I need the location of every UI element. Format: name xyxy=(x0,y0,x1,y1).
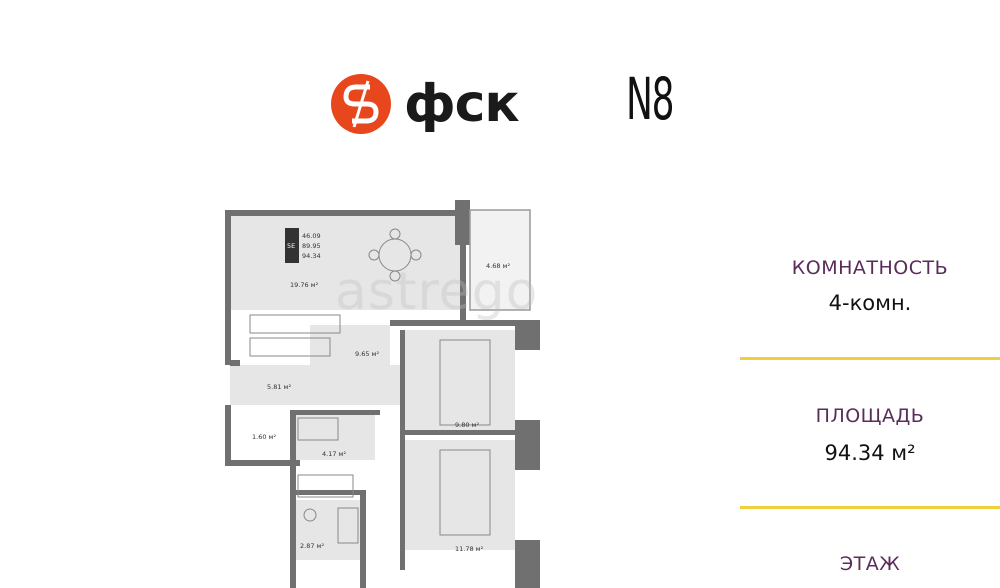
room-area-balcony: 4.68 м² xyxy=(486,262,510,270)
corridor-floor xyxy=(230,365,400,405)
floor-plan: 5E 46.09 89.95 94.34 19.76 м² 4.68 м² 9.… xyxy=(225,200,540,588)
walls xyxy=(225,200,540,588)
watermark: astrego xyxy=(335,262,539,322)
bedroom-2-floor xyxy=(405,440,515,550)
rooms-value: 4-комн. xyxy=(828,291,912,315)
wc-floor xyxy=(295,500,360,560)
divider-1 xyxy=(740,357,1000,360)
rooms-label: КОМНАТНОСТЬ xyxy=(791,257,949,279)
area-label: ПЛОЩАДЬ xyxy=(815,405,925,427)
furniture xyxy=(249,228,491,544)
balcony-floor xyxy=(470,210,530,310)
total-full: 94.34 xyxy=(302,252,321,260)
room-area-bathroom: 4.17 м² xyxy=(322,450,346,458)
total-area: 89.95 xyxy=(302,242,321,250)
room-area-living: 19.76 м² xyxy=(290,281,319,289)
bathroom-floor xyxy=(295,415,375,460)
area-value: 94.34 м² xyxy=(824,441,916,465)
room-area-bedroom-1: 9.80 м² xyxy=(455,421,479,429)
floor-label: ЭТАЖ xyxy=(839,553,901,575)
room-area-wc: 2.87 м² xyxy=(300,542,324,550)
room-area-bedroom-2: 11.78 м² xyxy=(455,545,484,553)
room-area-storage: 1.60 м² xyxy=(252,433,276,441)
floor-info: ЭТАЖ xyxy=(740,553,1000,575)
hall-floor xyxy=(310,325,390,370)
bedroom-1-floor xyxy=(405,330,515,430)
brand-name: фск xyxy=(404,74,520,134)
living-kitchen-floor xyxy=(230,215,460,310)
room-area-hall: 9.65 м² xyxy=(355,350,379,358)
total-living: 46.09 xyxy=(302,232,321,240)
divider-2 xyxy=(740,506,1000,509)
fsk-emblem-icon xyxy=(331,74,391,134)
fsk-logo: фск xyxy=(330,73,520,135)
rooms-info: КОМНАТНОСТЬ 4-комн. xyxy=(740,257,1000,315)
totals-badge xyxy=(285,228,299,263)
totals-badge-text: 5E xyxy=(287,242,295,250)
project-logo: N8 xyxy=(626,65,675,133)
room-area-corridor: 5.81 м² xyxy=(267,383,291,391)
area-info: ПЛОЩАДЬ 94.34 м² xyxy=(740,405,1000,465)
